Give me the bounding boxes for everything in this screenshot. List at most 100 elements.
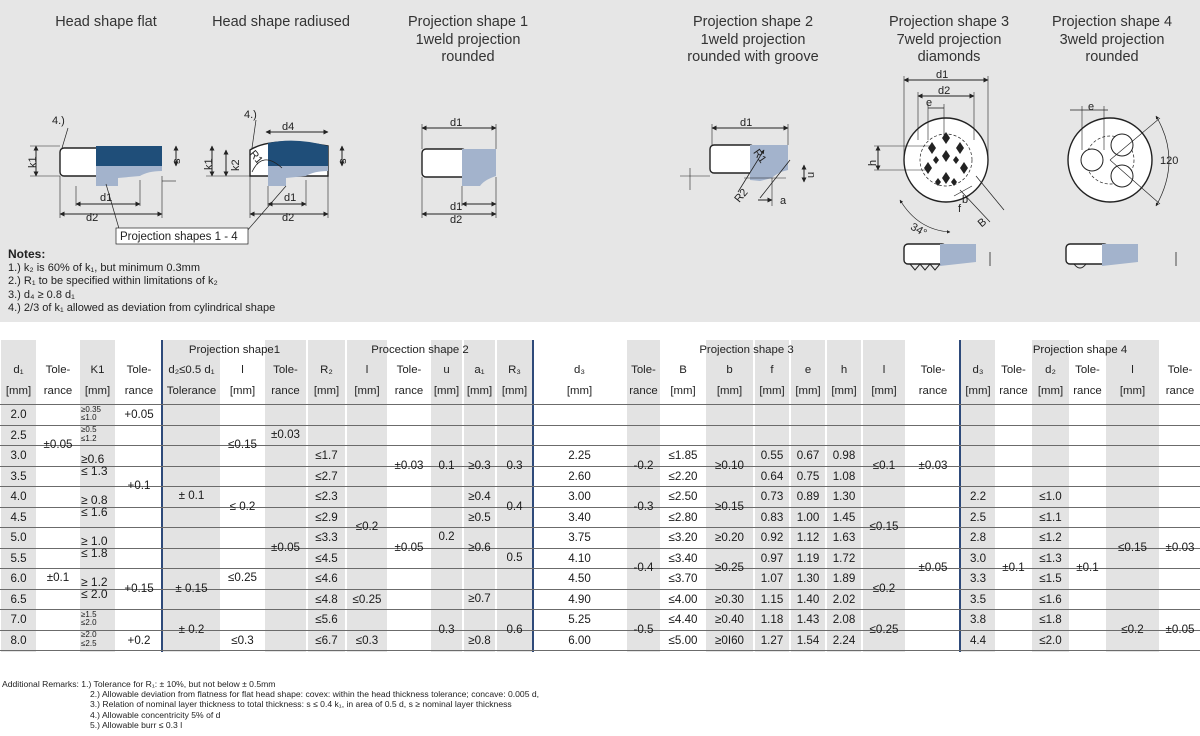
column-unit: [mm] (965, 385, 991, 397)
cell-f: 1.07 (760, 572, 784, 585)
label-r2: R2 (732, 187, 750, 205)
cell-d3: 3.00 (568, 490, 591, 503)
cell-d1: 5.5 (10, 551, 27, 565)
cell-b: ≥0.15 (715, 499, 744, 513)
drawing-projection-1: d1 d1 d2 (421, 117, 497, 226)
column-unit: [mm] (313, 385, 340, 397)
cell-p4-d2: ≤1.2 (1039, 531, 1062, 544)
cell-b: ≥0.20 (715, 531, 744, 544)
column-unit: [mm] (501, 385, 528, 397)
cell-p1-ltol: ±0.03 (271, 427, 300, 441)
cell-p4-d3: 3.5 (969, 592, 987, 606)
label-angle-34: 34° (908, 221, 928, 240)
title-projection-4: Projection shape 4 3weld projection roun… (1034, 14, 1190, 67)
column-shade (1106, 340, 1159, 652)
title-line: rounded with groove (687, 49, 819, 65)
drawing-head-radiused: 4.) d4 k1 k2 R1 s d1 d2 (203, 109, 349, 224)
column-shade (961, 340, 995, 652)
cell-p4-tol: ±0.03 (1165, 540, 1195, 554)
cell-d3-tol: -0.5 (633, 622, 654, 636)
label-d1: d1 (450, 117, 462, 129)
cell-a1: ≥0.5 (468, 510, 491, 524)
cell-d3: 3.40 (568, 510, 591, 524)
column-shade (308, 340, 345, 652)
row-line (0, 506, 1200, 508)
cell-e: 1.19 (796, 551, 820, 565)
cell-d1: 3.5 (10, 469, 27, 483)
group-separator (161, 340, 163, 652)
column-unit: rance (124, 385, 154, 397)
label-u: u (805, 172, 817, 178)
column-unit: [mm] (871, 385, 897, 397)
technical-drawings: 4.) k1 s d1 d2 4.) d4 k1 k2 R1 s d1 d2 (27, 69, 1178, 271)
column-header: Tole- (1075, 364, 1100, 376)
column-header: B (679, 364, 687, 376)
cell-a1: ≥0.4 (468, 490, 491, 503)
cell-k1-line: ≥0.5 (81, 425, 97, 435)
column-unit: [mm] (229, 385, 256, 397)
cell-p3-l: ≤0.15 (869, 520, 899, 533)
cell-r2: ≤2.3 (315, 490, 338, 503)
cell-b: ≥0.25 (715, 561, 744, 574)
column-header: Tole- (45, 364, 71, 376)
cell-p1-ltol: ±0.05 (271, 540, 300, 554)
column-unit: [mm] (566, 385, 593, 397)
group-header: Projection shape 4 (1032, 344, 1128, 356)
cell-p4-d2: ≤1.0 (1039, 490, 1062, 503)
cell-k1-line: ≤ 1.8 (81, 546, 108, 561)
cell-k1-tol: +0.15 (124, 581, 154, 595)
cell-k1: ≥0.35≤1.0 (81, 405, 114, 423)
group-separator (532, 340, 534, 652)
cell-d1: 4.0 (10, 490, 27, 503)
cell-p4-d3-tol: ±0.1 (1002, 561, 1025, 574)
row-line (0, 465, 1200, 467)
title-line: Projection shape 1 (407, 14, 529, 30)
cell-p4-d3: 2.8 (969, 531, 987, 544)
label-d2: d2 (450, 214, 462, 226)
additional-remarks: Additional Remarks: 1.) Tolerance for R₁… (2, 679, 539, 730)
cell-B: ≤2.80 (668, 510, 698, 524)
cell-d3: 5.25 (568, 613, 591, 626)
column-shade (431, 340, 462, 652)
column-header: Tole- (126, 364, 152, 376)
cell-e: 1.40 (796, 592, 820, 606)
column-header: Tole- (1167, 364, 1193, 376)
cell-f: 0.55 (760, 449, 784, 462)
callout-projection-shapes: Projection shapes 1 - 4 (105, 183, 287, 245)
cell-h: 2.02 (832, 592, 856, 606)
label-b: b (962, 194, 968, 206)
cell-e: 1.54 (796, 633, 820, 647)
title-line: diamonds (917, 49, 981, 65)
group-separator (959, 340, 961, 652)
title-line: Projection shape 3 (888, 14, 1010, 30)
drawing-projection-3: d1 d2 e h f b B 34° (867, 69, 1005, 271)
group-header: Projection shape1 (188, 344, 281, 356)
cell-k1-line: ≥ 0.8 (81, 492, 108, 507)
label-s: s (337, 158, 349, 164)
column-unit: [mm] (716, 385, 743, 397)
cell-r2: ≤2.9 (315, 510, 338, 524)
remark-line: Additional Remarks: 1.) Tolerance for R₁… (2, 679, 276, 689)
cell-r2: ≤6.7 (315, 633, 338, 647)
cell-p4-d2: ≤1.1 (1039, 510, 1062, 524)
cell-d3: 3.75 (568, 531, 591, 544)
cell-a1: ≥0.3 (468, 458, 491, 472)
column-header: a₁ (474, 364, 485, 376)
cell-d3: 4.10 (568, 551, 591, 565)
cell-u: 0.3 (438, 622, 455, 636)
column-shade (863, 340, 905, 652)
column-unit: [mm] (84, 385, 111, 397)
cell-B: ≤3.70 (668, 572, 698, 585)
cell-b: ≥0Ι60 (715, 633, 744, 647)
cell-r3: 0.6 (506, 622, 523, 636)
column-unit: [mm] (5, 385, 32, 397)
cell-k1: ≥2.0≤2.5 (81, 630, 114, 648)
column-unit: [mm] (670, 385, 696, 397)
column-unit: rance (271, 385, 300, 397)
cell-k1-line: ≤2.0 (81, 618, 97, 628)
column-unit: [mm] (759, 385, 785, 397)
remark-line: 3.) Relation of nominal layer thickness … (90, 699, 512, 710)
column-header: Tole- (1001, 364, 1026, 376)
title-line: 3weld projection (1059, 31, 1165, 48)
title-projection-2: Projection shape 2 1weld projection roun… (668, 14, 838, 67)
